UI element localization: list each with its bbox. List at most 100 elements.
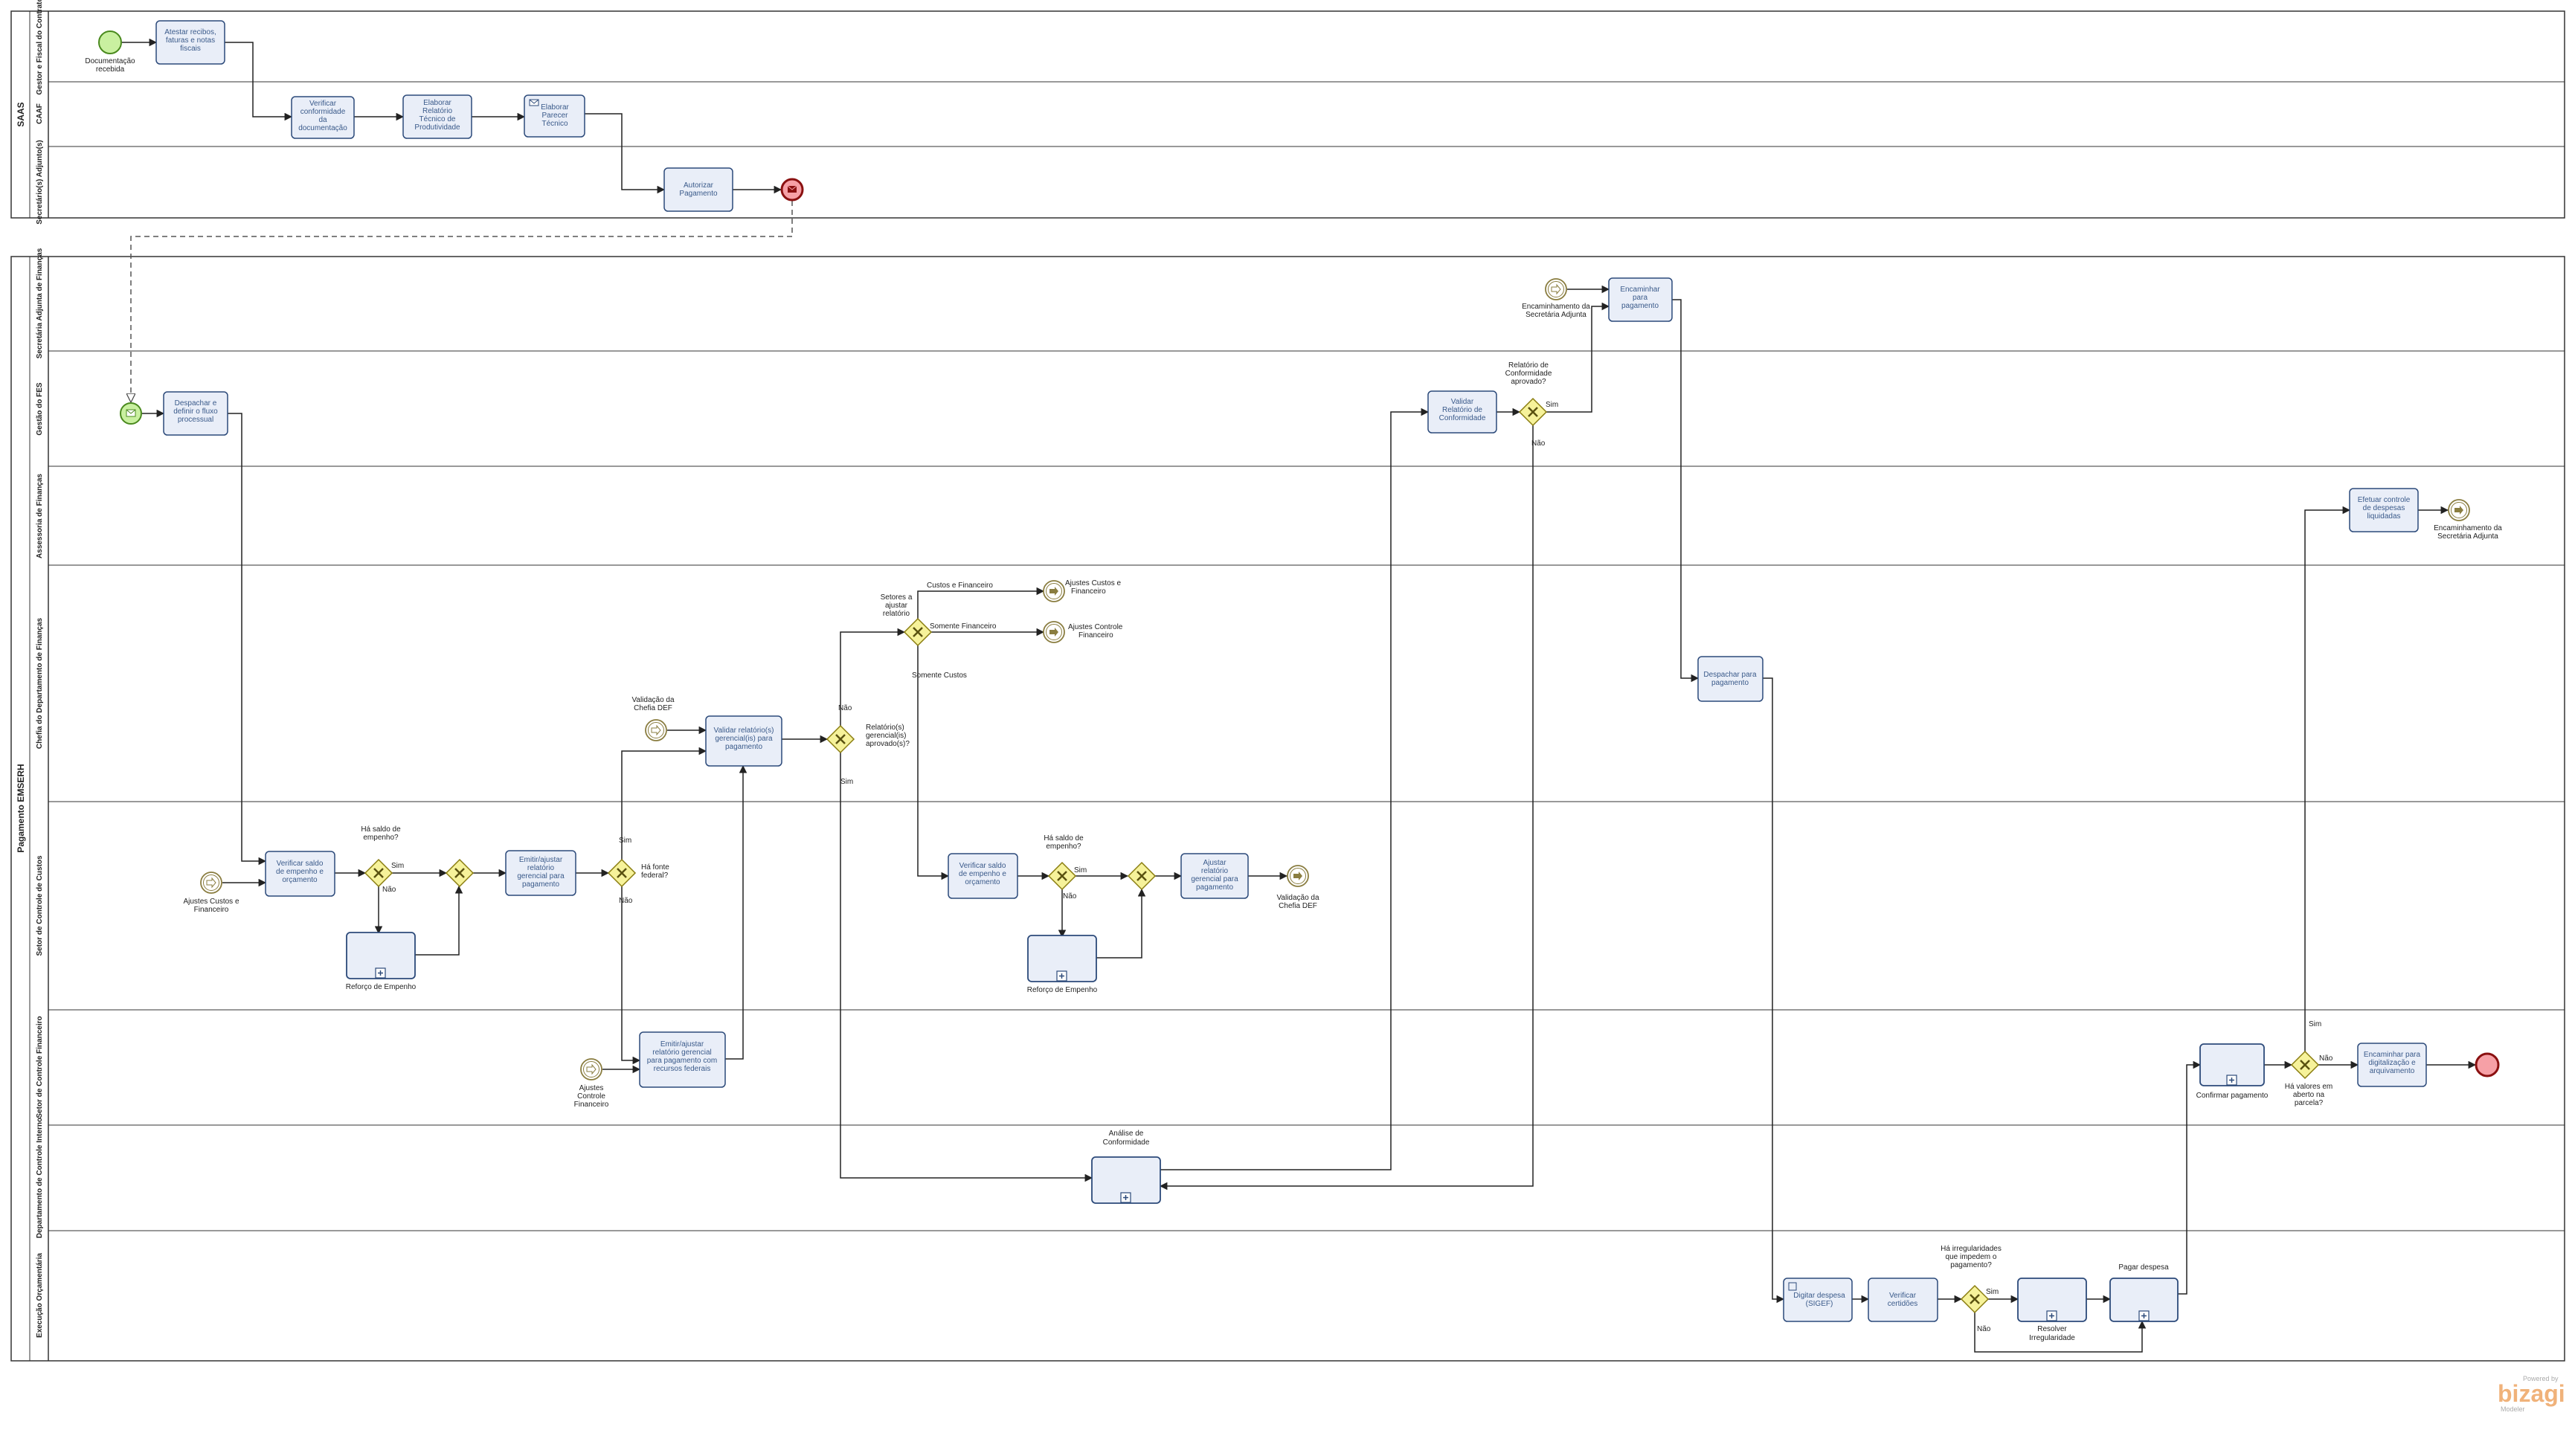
task-line: Despachar para [1703,671,1757,679]
task-line: Produtividade [414,123,460,132]
task-line: Relatório de [1442,406,1482,414]
task-line: certidões [1888,1300,1918,1308]
task-line: Verificar [309,100,337,108]
task-line: Elaborar [423,99,451,107]
task-line: recursos federais [654,1065,711,1073]
gateway-merge-2[interactable] [1127,861,1157,891]
task-line: arquivamento [2370,1067,2415,1075]
lane-label-sec-adj-financas: Secretária Adjunta de Finanças [36,248,44,358]
flow-label-sim: Sim [840,778,853,786]
svg-text:Relatório(s)gerencial(is)aprov: Relatório(s)gerencial(is)aprovado(s)? [866,724,910,748]
task-line: Elaborar [541,103,569,112]
task-line: liquidadas [2367,512,2400,521]
subprocess-confirmar-pagamento[interactable]: Confirmar pagamento [2196,1043,2269,1100]
task-line: definir o fluxo [173,408,218,416]
task-line: Encaminhar [1620,286,1660,294]
task-line: de despesas [2363,504,2405,512]
task-line: Verificar saldo [959,862,1006,870]
lane-label-gestao-fes: Gestão do FES [36,382,44,435]
task-line: Despachar e [175,399,217,408]
flow-label-somente-financeiro: Somente Financeiro [930,622,997,631]
end-event-message-saas[interactable] [780,178,804,202]
subprocess-reforco-empenho-2[interactable]: Reforço de Empenho [1027,935,1098,994]
task-line: fiscais [180,45,201,53]
x-icon [913,627,923,637]
lane-label-controle-custos: Setor de Controle de Custos [36,855,44,956]
task-line: relatório [1201,867,1229,875]
x-icon [1970,1294,1980,1304]
task-line: pagamento [725,743,762,751]
task-line: para pagamento com [647,1057,718,1065]
flow-label-custos-financeiro: Custos e Financeiro [927,582,993,590]
gateway-relatorios-aprovados[interactable]: Relatório(s)gerencial(is)aprovado(s)? [826,724,910,754]
task-line: Relatório [422,107,452,115]
task-line: pagamento [522,880,559,889]
flow-label-sim: Sim [2309,1020,2321,1028]
subprocess-reforco-empenho-1[interactable]: Reforço de Empenho [346,932,417,991]
flow-label-sim: Sim [619,837,631,845]
gateway-label: pagamento? [1950,1261,1992,1269]
task-line: para [1633,294,1647,302]
link-icon [586,1063,597,1075]
task-line: Validar [1451,398,1474,406]
event-label: Financeiro [1078,631,1113,640]
subprocess-label: Irregularidade [2029,1334,2075,1342]
link-icon [651,724,661,736]
task-line: conformidade [300,108,346,116]
event-label: Financeiro [574,1101,609,1109]
end-event-emserh[interactable] [2475,1052,2500,1077]
subprocess-pagar-despesa[interactable]: Pagar despesa [2109,1263,2179,1322]
pool-saas: SAAS Gestor e Fiscal do Contrato CAAF Se… [10,0,2565,225]
subprocess-label: Confirmar pagamento [2196,1092,2269,1100]
flow-labels: Sim Não Custos e Financeiro Somente Fina… [382,401,2333,1333]
start-event-message-fes[interactable] [120,402,142,425]
event-label: Encaminhamento da [1522,303,1590,311]
task-digitar-despesa[interactable]: Digitar despesa(SIGEF) [1783,1278,1853,1322]
event-label: Secretária Adjunta [2437,532,2498,541]
flow-label-sim: Sim [391,862,404,870]
gateway-merge-1[interactable] [445,858,475,888]
